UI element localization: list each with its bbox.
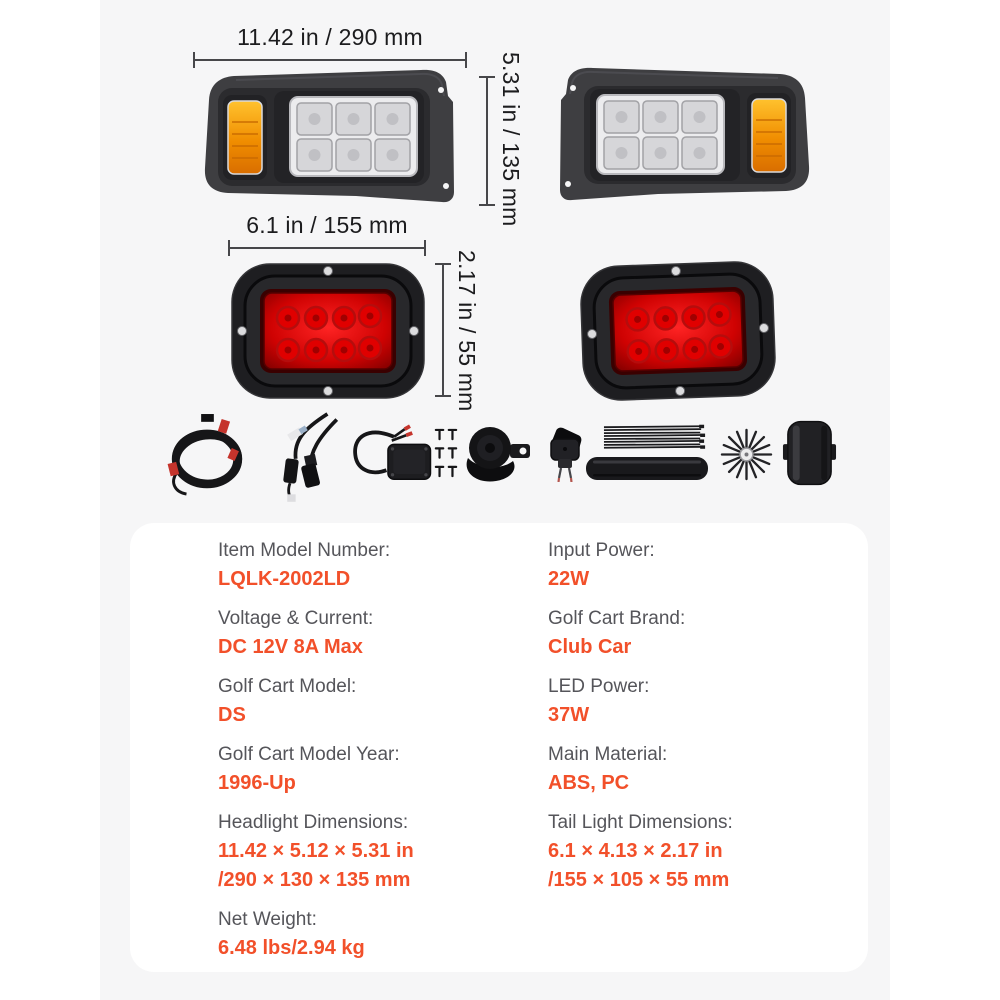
control-module-with-cable-image <box>353 424 432 481</box>
headlight-height-dimension: 5.31 in / 135 mm <box>498 52 524 227</box>
spec-taillight-dimensions: Tail Light Dimensions: 6.1 × 4.13 × 2.17… <box>548 810 733 894</box>
voltage-reducer-canister-image <box>782 420 837 486</box>
spec-label: Item Model Number: <box>218 540 391 561</box>
wiring-harness-coil-image <box>167 414 243 496</box>
spec-net-weight: Net Weight: 6.48 lbs/2.94 kg <box>218 907 365 962</box>
spec-value: 6.48 lbs/2.94 kg <box>218 937 365 959</box>
spec-headlight-dimensions: Headlight Dimensions: 11.42 × 5.12 × 5.3… <box>218 810 414 894</box>
spec-label: Input Power: <box>548 540 655 561</box>
taillight-width-dimension: 6.1 in / 155 mm <box>246 212 408 238</box>
spec-value: DC 12V 8A Max <box>218 636 363 658</box>
spec-label: LED Power: <box>548 676 650 697</box>
spec-value: 37W <box>548 704 590 726</box>
spec-golf-cart-model: Golf Cart Model: DS <box>218 674 356 729</box>
spec-input-power: Input Power: 22W <box>548 538 655 593</box>
taillight-height-dimension: 2.17 in / 55 mm <box>454 250 480 412</box>
spec-value: 1996-Up <box>218 772 296 794</box>
headlight-width-dimension-line <box>193 52 467 68</box>
headlight-right-image <box>559 66 811 202</box>
spec-value: 6.1 × 4.13 × 2.17 in <box>548 840 723 862</box>
spec-label: Headlight Dimensions: <box>218 812 409 833</box>
taillight-left-image <box>231 263 425 399</box>
spec-value: LQLK-2002LD <box>218 568 351 590</box>
spec-label: Tail Light Dimensions: <box>548 812 733 833</box>
taillight-right-image <box>578 259 778 403</box>
spec-value-line2: /290 × 130 × 135 mm <box>218 869 411 891</box>
spec-golf-cart-model-year: Golf Cart Model Year: 1996-Up <box>218 742 400 797</box>
wire-connector-harness-image <box>283 412 339 502</box>
spec-label: Golf Cart Brand: <box>548 608 686 629</box>
spec-value: DS <box>218 704 246 726</box>
spec-value: 11.42 × 5.12 × 5.31 in <box>218 840 414 862</box>
spec-item-model-number: Item Model Number: LQLK-2002LD <box>218 538 390 593</box>
spec-label: Voltage & Current: <box>218 608 374 629</box>
spec-value: ABS, PC <box>548 772 630 794</box>
spec-card: Item Model Number: LQLK-2002LD Input Pow… <box>130 523 868 972</box>
taillight-height-dimension-line <box>435 263 451 397</box>
mounting-tube-image <box>586 457 708 480</box>
spec-label: Main Material: <box>548 744 668 765</box>
cable-ties-image <box>603 424 706 449</box>
mounting-screws-image <box>434 428 458 478</box>
spec-label: Net Weight: <box>218 909 317 930</box>
spec-voltage-current: Voltage & Current: DC 12V 8A Max <box>218 606 373 661</box>
rocker-switch-image <box>550 427 582 482</box>
spec-main-material: Main Material: ABS, PC <box>548 742 667 797</box>
screw-set-circle-image <box>720 428 773 481</box>
taillight-width-dimension-line <box>228 240 426 256</box>
spec-value: 22W <box>548 568 590 590</box>
spec-value: Club Car <box>548 636 632 658</box>
headlight-left-image <box>203 68 455 204</box>
spec-label: Golf Cart Model Year: <box>218 744 400 765</box>
headlight-width-dimension: 11.42 in / 290 mm <box>237 24 423 50</box>
horn-image <box>466 427 530 482</box>
spec-label: Golf Cart Model: <box>218 676 357 697</box>
headlight-height-dimension-line <box>479 76 495 206</box>
spec-led-power: LED Power: 37W <box>548 674 649 729</box>
spec-value-line2: /155 × 105 × 55 mm <box>548 869 730 891</box>
spec-golf-cart-brand: Golf Cart Brand: Club Car <box>548 606 685 661</box>
